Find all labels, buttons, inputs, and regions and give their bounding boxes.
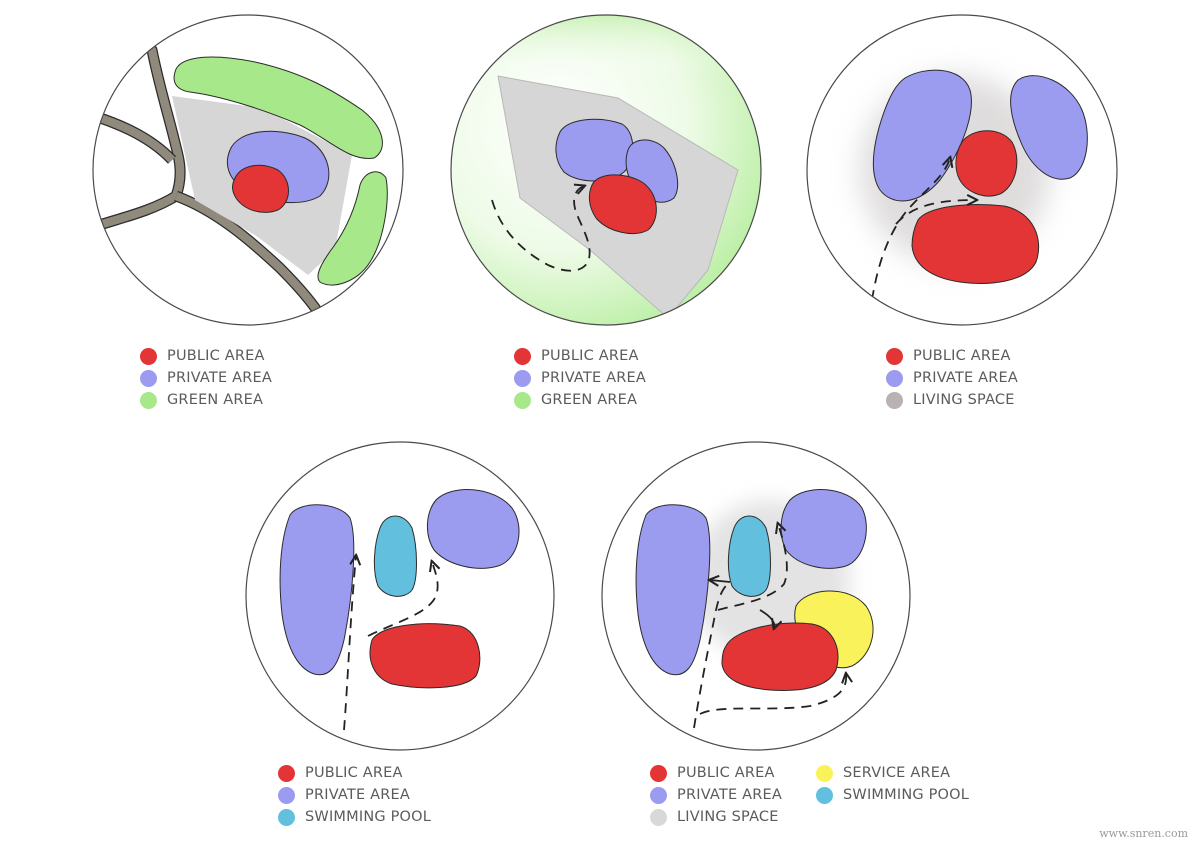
private-area-west (635, 504, 711, 676)
legend-item: PUBLIC AREA (886, 345, 1018, 367)
legend-item: PRIVATE AREA (278, 784, 431, 806)
legend-swatch (886, 391, 903, 409)
legend-diagram-4: PUBLIC AREA PRIVATE AREA SWIMMING POOL (278, 762, 431, 828)
swimming-pool (727, 515, 771, 597)
swimming-pool (373, 515, 417, 597)
legend-swatch (650, 808, 667, 826)
legend-diagram-5: PUBLIC AREA PRIVATE AREA LIVING SPACE (650, 762, 782, 828)
circulation-path-north (717, 524, 788, 611)
legend-swatch (816, 764, 833, 782)
legend-label: GREEN AREA (541, 392, 638, 408)
legend-item: PUBLIC AREA (650, 762, 782, 784)
circulation-path-service (699, 674, 846, 715)
circulation-path-north (343, 556, 356, 731)
legend-swatch (886, 369, 903, 387)
legend-label: LIVING SPACE (677, 809, 779, 825)
legend-label: PRIVATE AREA (677, 787, 782, 803)
legend-item: GREEN AREA (514, 389, 646, 411)
legend-swatch (140, 391, 157, 409)
arrow-to-public (759, 609, 774, 628)
legend-item: PUBLIC AREA (278, 762, 431, 784)
legend-label: SWIMMING POOL (305, 809, 432, 825)
diagram-site-context (92, 14, 404, 326)
diagram-circle-5-outline (601, 441, 911, 751)
legend-swatch (514, 369, 531, 387)
legend-swatch (514, 347, 531, 365)
legend-diagram-5-extra: SERVICE AREA SWIMMING POOL (816, 762, 969, 806)
diagram-circle-2-outline (450, 14, 762, 326)
legend-swatch (816, 786, 833, 804)
circulation-path-spine (693, 581, 731, 729)
private-area-west (279, 504, 355, 676)
legend-item: LIVING SPACE (650, 806, 782, 828)
legend-label: PRIVATE AREA (167, 370, 272, 386)
legend-item: SERVICE AREA (816, 762, 969, 784)
legend-diagram-1: PUBLIC AREA PRIVATE AREA GREEN AREA (140, 345, 272, 411)
legend-swatch (650, 764, 667, 782)
legend-label: PUBLIC AREA (913, 348, 1011, 364)
public-area-south (911, 204, 1040, 284)
access-path-arrow (491, 186, 591, 272)
legend-swatch (140, 369, 157, 387)
circulation-path-east (895, 200, 976, 225)
legend-item: PUBLIC AREA (514, 345, 646, 367)
legend-label: SERVICE AREA (843, 765, 951, 781)
legend-item: SWIMMING POOL (278, 806, 431, 828)
legend-label: PUBLIC AREA (167, 348, 265, 364)
watermark: www.snren.com (1099, 827, 1188, 840)
private-area-east (1010, 75, 1088, 180)
legend-diagram-3: PUBLIC AREA PRIVATE AREA LIVING SPACE (886, 345, 1018, 411)
legend-item: PRIVATE AREA (650, 784, 782, 806)
private-area-west (872, 69, 972, 202)
diagram-living-space (806, 14, 1118, 326)
legend-label: PRIVATE AREA (305, 787, 410, 803)
private-area-west (555, 118, 634, 182)
legend-swatch (514, 391, 531, 409)
circulation-path-east (367, 562, 438, 637)
diagram-circle-4-outline (245, 441, 555, 751)
legend-label: LIVING SPACE (913, 392, 1015, 408)
diagram-site-access (450, 14, 762, 326)
private-area-east (780, 489, 867, 569)
legend-item: PRIVATE AREA (514, 367, 646, 389)
legend-label: SWIMMING POOL (843, 787, 970, 803)
legend-swatch (278, 808, 295, 826)
legend-label: PUBLIC AREA (541, 348, 639, 364)
diagram-circle-1-outline (92, 14, 404, 326)
green-area-north (173, 56, 383, 159)
public-area (588, 174, 657, 234)
diagram-circle-3-outline (806, 14, 1118, 326)
arrow-to-private-west (710, 580, 731, 582)
legend-item: SWIMMING POOL (816, 784, 969, 806)
legend-swatch (650, 786, 667, 804)
diagram-service-area (601, 441, 911, 751)
public-area (721, 622, 839, 691)
legend-item: PRIVATE AREA (140, 367, 272, 389)
public-area-north (955, 130, 1018, 197)
legend-item: LIVING SPACE (886, 389, 1018, 411)
legend-item: PRIVATE AREA (886, 367, 1018, 389)
legend-swatch (886, 347, 903, 365)
road-network (93, 44, 327, 321)
legend-swatch (278, 786, 295, 804)
legend-diagram-2: PUBLIC AREA PRIVATE AREA GREEN AREA (514, 345, 646, 411)
legend-item: GREEN AREA (140, 389, 272, 411)
legend-swatch (278, 764, 295, 782)
legend-label: PUBLIC AREA (305, 765, 403, 781)
public-area (232, 164, 289, 213)
legend-swatch (140, 347, 157, 365)
legend-label: PRIVATE AREA (913, 370, 1018, 386)
legend-item: PUBLIC AREA (140, 345, 272, 367)
legend-label: PUBLIC AREA (677, 765, 775, 781)
green-area-east (317, 171, 388, 286)
diagram-swimming-pool (245, 441, 555, 751)
legend-label: PRIVATE AREA (541, 370, 646, 386)
legend-label: GREEN AREA (167, 392, 264, 408)
public-area (369, 623, 481, 689)
private-area-east (427, 489, 520, 569)
